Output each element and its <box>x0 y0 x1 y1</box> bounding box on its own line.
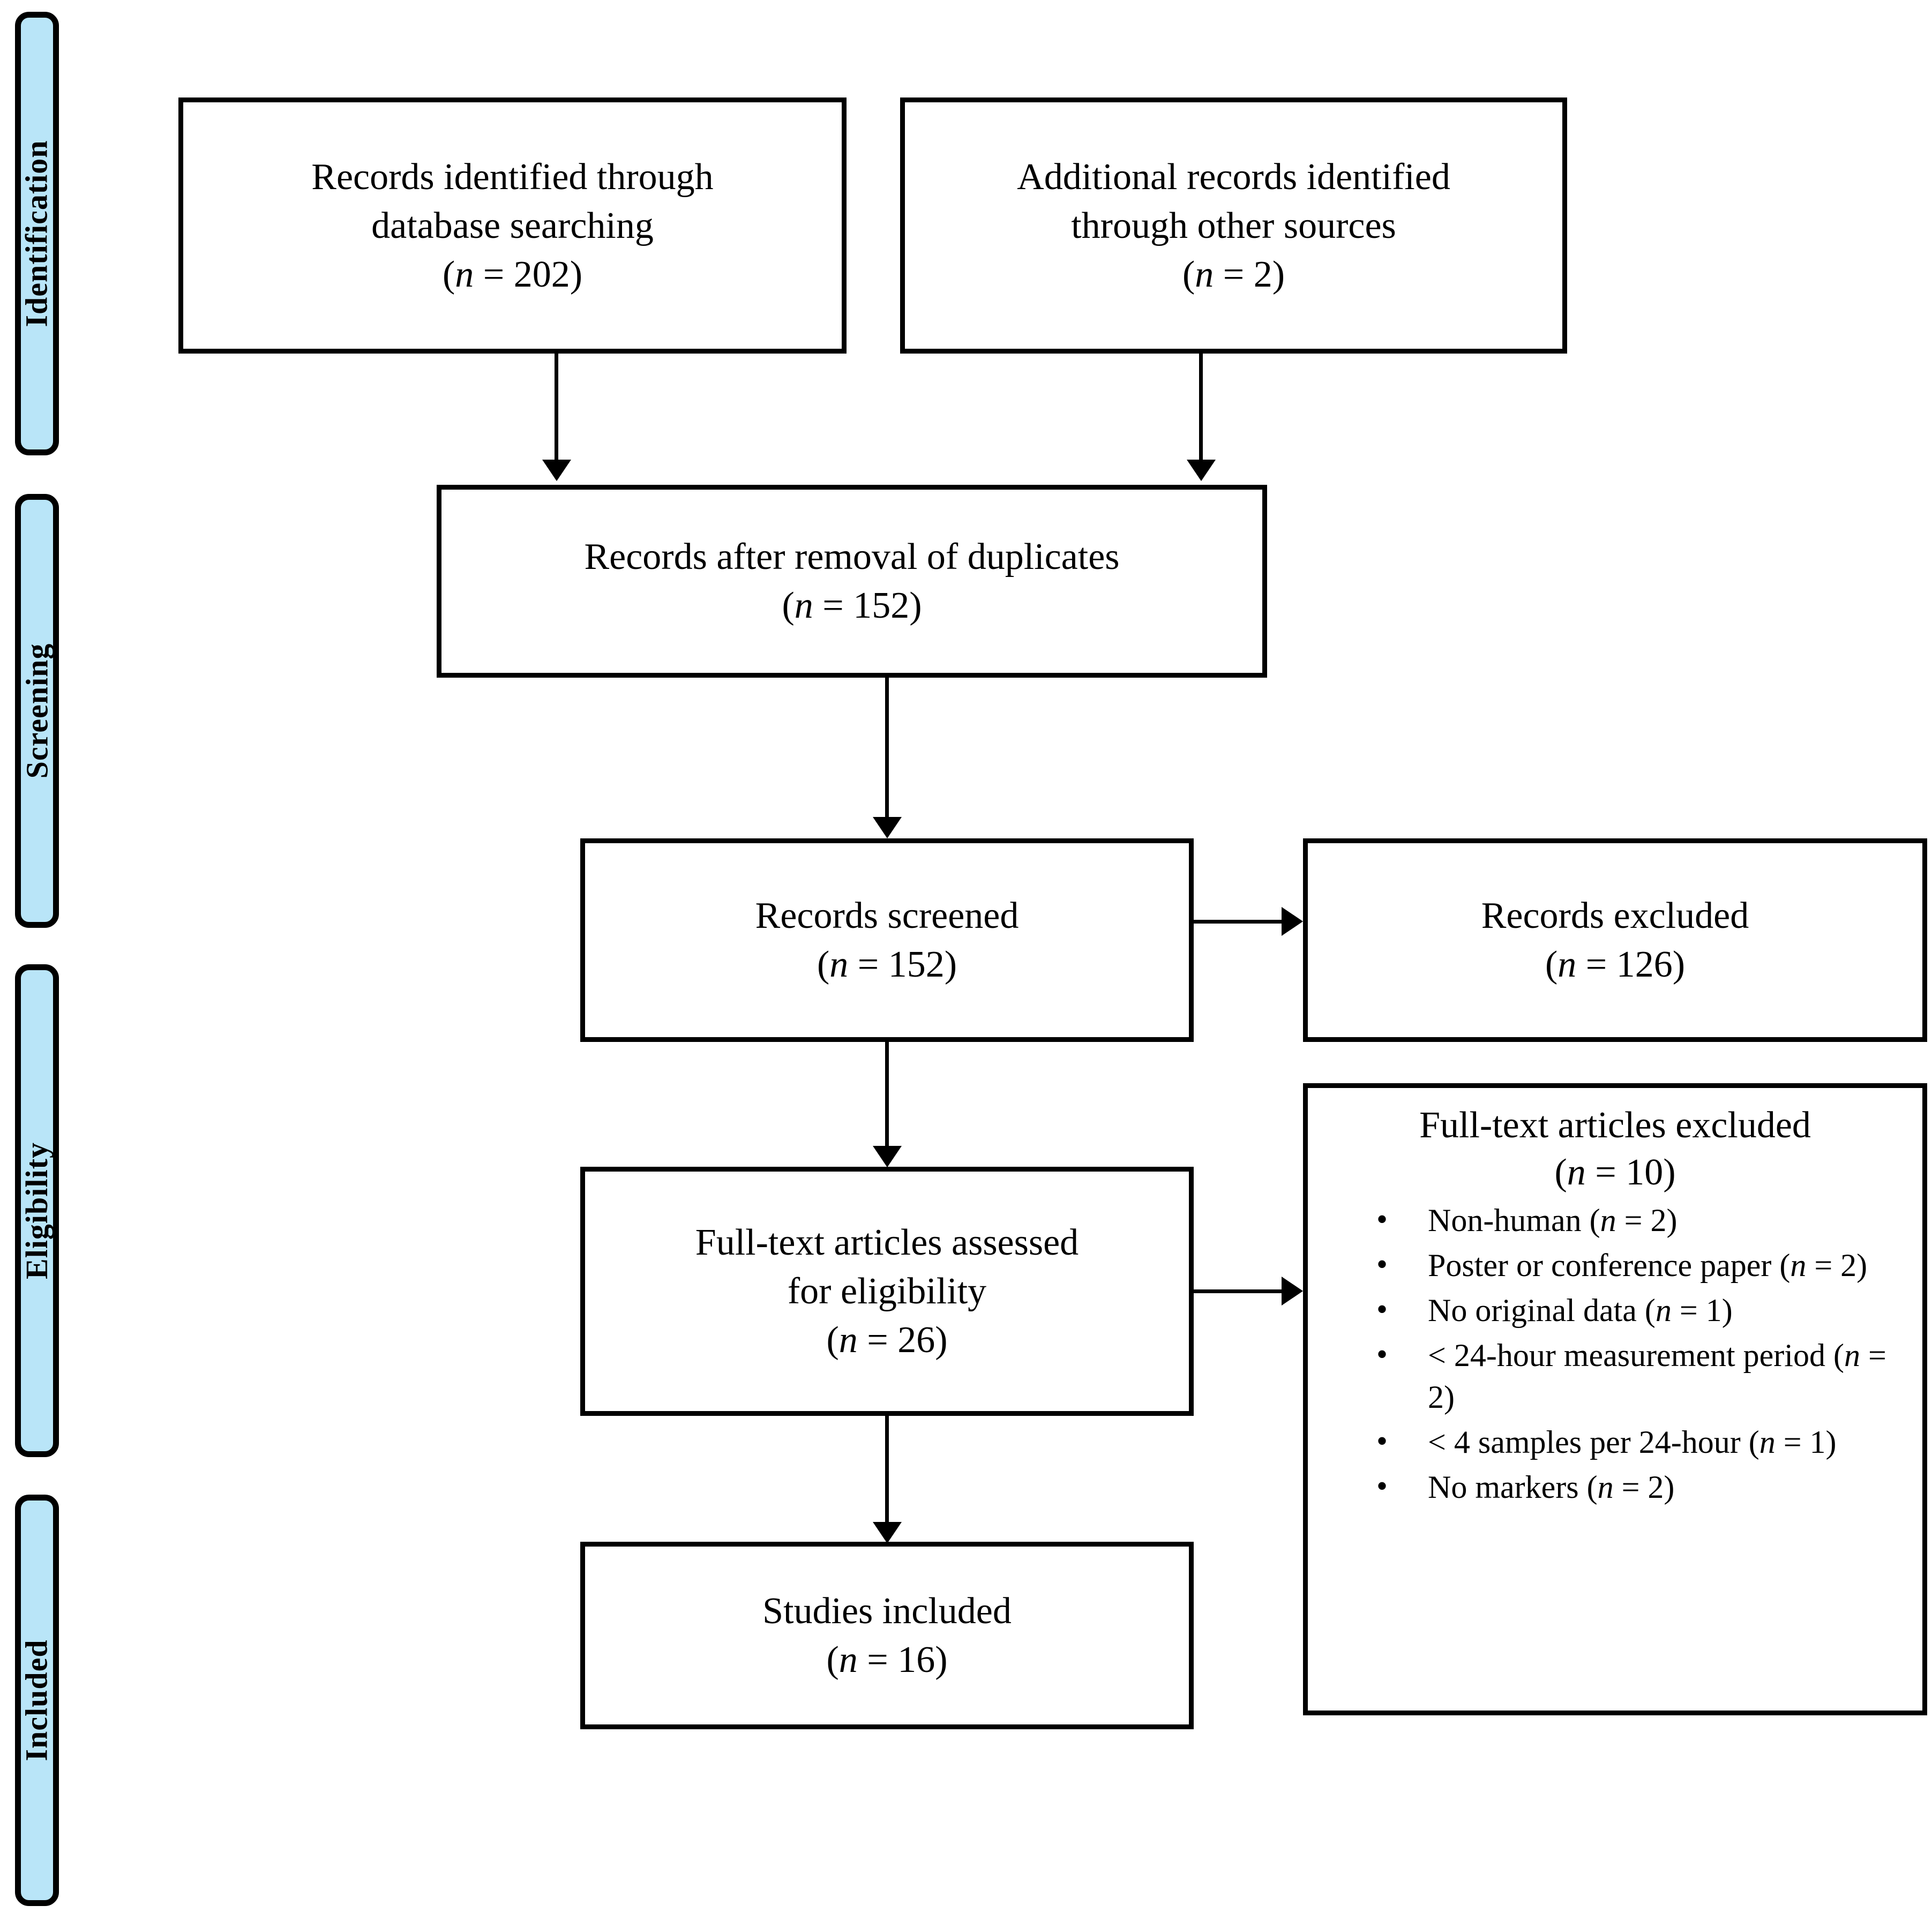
count-value: 16 <box>897 1639 935 1681</box>
italic-n: n <box>1557 944 1577 985</box>
italic-n: n <box>1195 253 1214 295</box>
phase-tab-screening: Screening <box>15 494 59 928</box>
box-records-identified-database: Records identified through database sear… <box>178 97 847 354</box>
list-item: < 24-hour measurement period (n = 2) <box>1376 1333 1913 1418</box>
phase-label-identification: Identification <box>19 140 54 327</box>
count-value: 152 <box>888 944 945 985</box>
reason-count: 2 <box>1428 1379 1444 1415</box>
box-records-excluded: Records excluded (n = 126) <box>1303 838 1927 1042</box>
box-fulltext-assessed: Full-text articles assessed for eligibil… <box>580 1167 1194 1416</box>
italic-n: n <box>829 944 849 985</box>
arrowhead-db-to-duplicates <box>542 460 571 481</box>
arrowhead-duplicates-to-screened <box>873 817 902 838</box>
arrowhead-fulltext-to-included <box>873 1522 902 1543</box>
list-item: No markers (n = 2) <box>1376 1465 1913 1508</box>
box-line-2: for eligibility <box>787 1271 987 1312</box>
box-line-2: database searching <box>371 205 654 246</box>
reason-text: < 24-hour measurement period <box>1428 1338 1825 1374</box>
box-line-1: Records excluded <box>1481 895 1749 936</box>
connector-duplicates-to-screened <box>885 678 889 818</box>
count-value: 26 <box>897 1319 935 1361</box>
connector-db-to-duplicates <box>555 354 558 461</box>
count-value: 10 <box>1626 1152 1664 1194</box>
phase-label-included: Included <box>19 1639 55 1761</box>
box-count: (n = 202) <box>442 253 583 295</box>
reason-text: Poster or conference paper <box>1428 1248 1780 1284</box>
box-line-1: Full-text articles excluded <box>1419 1105 1811 1146</box>
italic-n: n <box>1597 1469 1614 1505</box>
italic-n: n <box>455 253 474 295</box>
list-item: < 4 samples per 24-hour (n = 1) <box>1376 1420 1913 1463</box>
exclusion-reason-list: Non-human (n = 2) Poster or conference p… <box>1312 1198 1918 1511</box>
phase-tab-included: Included <box>15 1495 59 1906</box>
box-line-1: Full-text articles assessed <box>695 1222 1079 1263</box>
box-count: (n = 26) <box>826 1319 948 1361</box>
box-records-screened: Records screened (n = 152) <box>580 838 1194 1042</box>
box-studies-included: Studies included (n = 16) <box>580 1542 1194 1729</box>
reason-text: Non-human <box>1428 1203 1582 1239</box>
italic-n: n <box>1655 1293 1672 1329</box>
italic-n: n <box>1759 1424 1776 1460</box>
phase-tab-identification: Identification <box>15 12 59 455</box>
phase-label-eligibility: Eligibility <box>19 1142 55 1279</box>
list-item: Poster or conference paper (n = 2) <box>1376 1243 1913 1286</box>
box-fulltext-excluded: Full-text articles excluded (n = 10) Non… <box>1303 1083 1927 1715</box>
count-value: 202 <box>513 253 570 295</box>
count-value: 126 <box>1616 944 1673 985</box>
arrowhead-fulltext-to-excluded <box>1282 1277 1303 1306</box>
box-line-1: Records identified through <box>311 156 714 198</box>
reason-count: 2 <box>1840 1248 1857 1284</box>
reason-text: < 4 samples per 24-hour <box>1428 1424 1741 1460</box>
box-records-after-duplicates: Records after removal of duplicates (n =… <box>437 485 1267 678</box>
connector-other-to-duplicates <box>1199 354 1203 461</box>
list-item: Non-human (n = 2) <box>1376 1198 1913 1241</box>
reason-count: 1 <box>1809 1424 1826 1460</box>
box-count: (n = 2) <box>1182 253 1285 295</box>
box-line-1: Studies included <box>762 1591 1012 1632</box>
italic-n: n <box>838 1639 858 1681</box>
phase-tab-eligibility: Eligibility <box>15 964 59 1457</box>
connector-fulltext-to-excluded <box>1194 1289 1283 1293</box>
reason-count: 2 <box>1650 1203 1667 1239</box>
box-line-1: Records after removal of duplicates <box>584 536 1120 577</box>
count-value: 152 <box>853 585 910 626</box>
box-count: (n = 126) <box>1545 944 1686 985</box>
italic-n: n <box>1844 1338 1860 1374</box>
connector-fulltext-to-included <box>885 1416 889 1523</box>
arrowhead-screened-to-fulltext <box>873 1146 902 1167</box>
list-item: No original data (n = 1) <box>1376 1288 1913 1331</box>
italic-n: n <box>838 1319 858 1361</box>
box-line-1: Additional records identified <box>1017 156 1450 198</box>
arrowhead-other-to-duplicates <box>1187 460 1216 481</box>
arrowhead-screened-to-excluded <box>1282 907 1303 936</box>
box-line-1: Records screened <box>755 895 1019 936</box>
box-count: (n = 16) <box>826 1639 948 1681</box>
box-count: (n = 152) <box>782 585 922 626</box>
connector-screened-to-fulltext <box>885 1042 889 1147</box>
italic-n: n <box>1790 1248 1807 1284</box>
connector-screened-to-excluded <box>1194 920 1283 924</box>
italic-n: n <box>1600 1203 1616 1239</box>
reason-count: 1 <box>1705 1293 1722 1329</box>
reason-text: No markers <box>1428 1469 1579 1505</box>
reason-count: 2 <box>1648 1469 1664 1505</box>
box-additional-records-other-sources: Additional records identified through ot… <box>900 97 1567 354</box>
count-value: 2 <box>1253 253 1272 295</box>
box-count: (n = 152) <box>817 944 957 985</box>
box-header: Full-text articles excluded (n = 10) <box>1312 1102 1918 1196</box>
box-count: (n = 10) <box>1554 1152 1676 1194</box>
reason-text: No original data <box>1428 1293 1637 1329</box>
italic-n: n <box>1567 1152 1586 1194</box>
italic-n: n <box>794 585 813 626</box>
phase-label-screening: Screening <box>19 643 54 779</box>
box-line-2: through other sources <box>1071 205 1396 246</box>
